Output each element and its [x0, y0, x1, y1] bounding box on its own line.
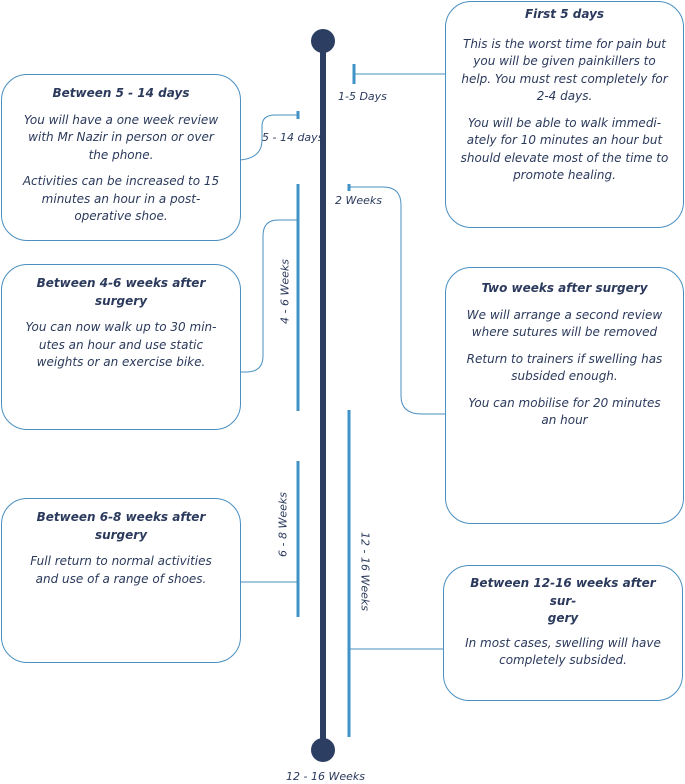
- box-text: an hour: [541, 413, 588, 427]
- label-1-5-days: 1-5 Days: [338, 90, 387, 103]
- box-title: Between 12-16 weeks after sur-: [470, 576, 656, 608]
- box-text: We will arrange a second review: [466, 307, 663, 322]
- label-2-weeks: 2 Weeks: [335, 194, 383, 207]
- box-title: First 5 days: [524, 7, 605, 21]
- box-text: the phone.: [88, 147, 154, 162]
- box-between-4-6-weeks: Between 4-6 weeks after surgery You can …: [1, 264, 241, 430]
- box-text: with Mr Nazir in person or over: [28, 130, 214, 144]
- box-text: Return to trainers if swelling has: [466, 351, 663, 366]
- box-text: Full return to normal activities: [30, 554, 212, 568]
- box-text: promote healing.: [513, 168, 616, 182]
- box-text: completely subsided.: [499, 653, 627, 667]
- box-text: subsided enough.: [511, 369, 618, 383]
- box-text: and use of a range of shoes.: [35, 571, 207, 586]
- box-text: utes an hour and use static: [38, 337, 204, 352]
- box-title: Between 5 - 14 days: [52, 86, 190, 100]
- box-title: Between 6-8 weeks after surgery: [36, 510, 206, 542]
- label-4-6-weeks: 4 - 6 Weeks: [278, 259, 292, 324]
- label-bottom-12-16-weeks: 12 - 16 Weeks: [286, 770, 365, 783]
- box-text: Activities can be increased to 15: [22, 174, 220, 188]
- box-between-5-14-days: Between 5 - 14 days You will have a one …: [1, 74, 241, 241]
- box-title: Two weeks after surgery: [481, 281, 648, 295]
- box-text: In most cases, swelling will have: [465, 635, 661, 650]
- box-text: weights or an exercise bike.: [36, 355, 206, 369]
- connector-5-14-days: [239, 114, 298, 161]
- box-text: This is the worst time for pain but: [463, 36, 666, 51]
- box-text: minutes an hour in a post-: [41, 191, 201, 206]
- box-text: You will be able to walk immedi-: [467, 115, 662, 130]
- box-text: You can now walk up to 30 min-: [25, 320, 217, 334]
- label-5-14-days: 5 - 14 days: [262, 131, 324, 144]
- box-text: You can mobilise for 20 minutes: [468, 395, 661, 410]
- box-text: you will be given painkillers to: [473, 54, 656, 68]
- connector-4-6-weeks: [240, 219, 298, 373]
- box-title: Between 4-6 weeks after surgery: [36, 276, 206, 308]
- box-between-6-8-weeks: Between 6-8 weeks after surgery Full ret…: [1, 498, 241, 663]
- timeline-start-node: [311, 29, 335, 53]
- box-text: ately for 10 minutes an hour but: [466, 133, 663, 147]
- box-first-5-days: First 5 days This is the worst time for …: [445, 1, 684, 228]
- box-between-12-16-weeks: Between 12-16 weeks after sur- gery In m…: [443, 565, 683, 701]
- box-text: operative shoe.: [74, 209, 168, 223]
- box-two-weeks: Two weeks after surgery We will arrange …: [445, 267, 684, 524]
- box-text: help. You must rest completely for: [461, 71, 668, 86]
- box-text: where sutures will be removed: [471, 325, 658, 339]
- label-6-8-weeks: 6 - 8 Weeks: [276, 492, 290, 557]
- box-text: should elevate most of the time to: [460, 150, 669, 165]
- box-title-continued: gery: [547, 611, 579, 625]
- timeline-end-node: [311, 738, 335, 762]
- box-text: 2-4 days.: [536, 89, 593, 103]
- connector-2-weeks: [349, 186, 446, 415]
- box-text: You will have a one week review: [23, 112, 219, 127]
- label-12-16-weeks: 12 - 16 Weeks: [358, 532, 372, 611]
